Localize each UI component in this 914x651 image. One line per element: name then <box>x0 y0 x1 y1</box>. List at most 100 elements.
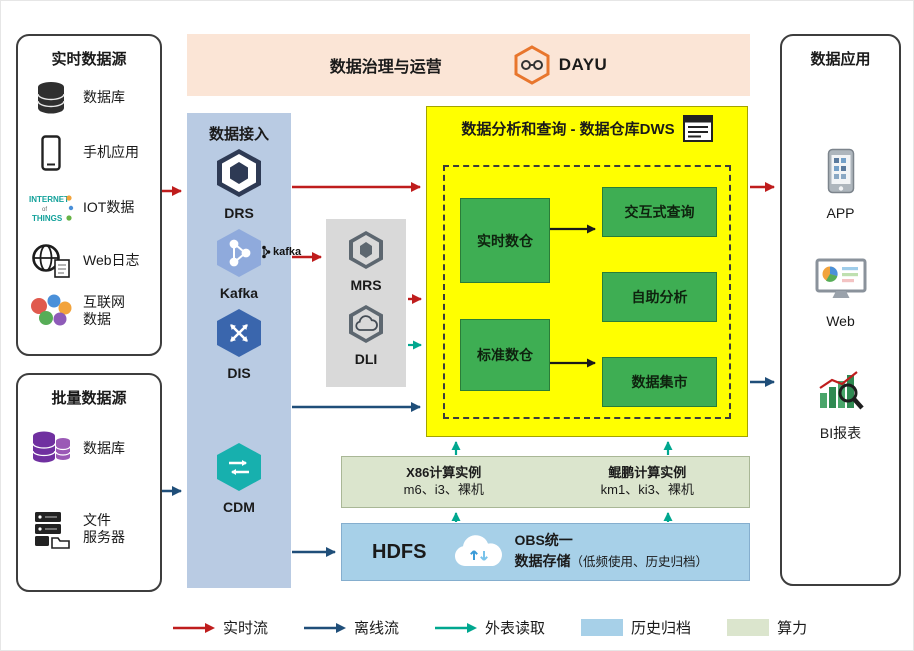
service-label: CDM <box>223 499 255 515</box>
obs-note: （低频使用、历史归档） <box>570 554 708 569</box>
source-label-line: 互联网 <box>83 293 125 310</box>
kafka-icon <box>217 229 261 277</box>
dayu-brand: DAYU <box>514 45 608 85</box>
source-label: 文件 服务器 <box>83 512 125 547</box>
source-item-mobile-app: 手机应用 <box>26 131 156 175</box>
kunpeng-title: 鲲鹏计算实例 <box>608 465 687 481</box>
dws-panel: 数据分析和查询 - 数据仓库DWS 实时数仓 标准数仓 交互式查询 自助分析 数… <box>426 106 748 437</box>
web-monitor-icon <box>815 258 866 298</box>
source-item-file-server: 文件 服务器 <box>26 507 156 551</box>
storage-panel: HDFS OBS统一 数据存储（低频使用、历史归档） <box>341 523 750 581</box>
app-item-web: Web <box>782 258 899 329</box>
source-item-iot: INTERNET of THINGS IOT数据 <box>26 186 156 230</box>
applications-panel: 数据应用 APP Web <box>780 34 901 586</box>
service-dli: DLI <box>326 305 406 367</box>
dws-inner-boundary <box>443 165 731 419</box>
source-label: 手机应用 <box>83 144 139 161</box>
legend-label: 实时流 <box>223 620 269 637</box>
compute-swatch <box>727 619 770 636</box>
applications-title: 数据应用 <box>810 51 871 68</box>
archive-swatch <box>581 619 624 636</box>
file-server-icon <box>26 509 76 549</box>
hdfs-label: HDFS <box>372 540 427 563</box>
obs-line2: 数据存储 <box>514 552 571 569</box>
source-label-line: 文件 <box>83 511 111 528</box>
app-item-app: APP <box>782 148 899 221</box>
node-label: 标准数仓 <box>477 347 533 363</box>
internet-bubbles-icon <box>26 293 76 329</box>
app-label: Web <box>826 313 855 329</box>
svg-text:of: of <box>42 207 47 213</box>
kunpeng-instances: 鲲鹏计算实例 km1、ki3、裸机 <box>546 457 750 507</box>
obs-cloud-icon <box>455 535 503 566</box>
source-item-database: 数据库 <box>26 76 156 120</box>
globe-document-icon <box>26 243 76 279</box>
legend-external: 外表读取 <box>435 617 545 638</box>
service-label: DIS <box>227 365 251 381</box>
app-item-bi: BI报表 <box>782 368 899 443</box>
kafka-logo: kafka <box>260 245 301 259</box>
governance-bar: 数据治理与运营 DAYU <box>187 34 750 96</box>
kafka-logo-text: kafka <box>273 246 302 258</box>
source-label: 数据库 <box>83 440 125 457</box>
source-label: Web日志 <box>83 252 140 269</box>
dayu-label: DAYU <box>558 55 608 74</box>
ingestion-panel: 数据接入 DRS <box>187 113 301 588</box>
cdm-icon <box>217 443 261 491</box>
legend-label: 算力 <box>777 620 808 637</box>
kunpeng-spec: km1、ki3、裸机 <box>600 482 694 497</box>
bi-report-icon <box>818 371 864 410</box>
node-data-mart: 数据集市 <box>602 357 717 407</box>
service-label: Kafka <box>219 285 259 301</box>
service-label: MRS <box>350 277 382 293</box>
dayu-icon <box>514 45 550 85</box>
legend-label: 离线流 <box>354 620 400 637</box>
node-label: 交互式查询 <box>624 204 695 220</box>
purple-database-icon <box>26 429 76 469</box>
node-interactive-query: 交互式查询 <box>602 187 717 237</box>
source-item-batch-database: 数据库 <box>26 427 156 471</box>
iot-icon: INTERNET of THINGS <box>26 191 76 225</box>
batch-sources-panel: 批量数据源 数据库 <box>16 373 162 592</box>
external-arrow-icon <box>435 622 478 633</box>
ingestion-title: 数据接入 <box>208 126 269 143</box>
dis-icon <box>217 309 261 357</box>
legend-realtime: 实时流 <box>173 617 268 638</box>
svg-text:THINGS: THINGS <box>32 214 63 223</box>
service-dis: DIS <box>187 309 291 381</box>
svg-text:INTERNET: INTERNET <box>29 195 69 204</box>
obs-storage-text: OBS统一 数据存储（低频使用、历史归档） <box>514 531 708 573</box>
legend-offline: 离线流 <box>304 617 399 638</box>
service-cdm: CDM <box>187 443 291 515</box>
document-icon <box>682 115 713 142</box>
service-mrs: MRS <box>326 231 406 293</box>
app-label: BI报表 <box>819 425 862 441</box>
source-label: IOT数据 <box>83 199 135 216</box>
drs-icon <box>217 149 261 197</box>
realtime-sources-title: 实时数据源 <box>51 51 127 68</box>
legend-label: 外表读取 <box>485 620 546 637</box>
node-label: 数据集市 <box>631 374 688 390</box>
cloud-glyph <box>355 315 378 331</box>
legend-compute: 算力 <box>727 617 807 638</box>
node-realtime-warehouse: 实时数仓 <box>460 198 550 283</box>
realtime-sources-panel: 实时数据源 数据库 手机应用 <box>16 34 162 356</box>
compute-panel: X86计算实例 m6、i3、裸机 鲲鹏计算实例 km1、ki3、裸机 <box>341 456 750 508</box>
node-standard-warehouse: 标准数仓 <box>460 319 550 391</box>
source-label-line: 服务器 <box>83 529 125 545</box>
app-phone-icon <box>827 148 854 194</box>
batch-sources-title: 批量数据源 <box>51 390 127 407</box>
x86-spec: m6、i3、裸机 <box>403 482 484 497</box>
app-label: APP <box>826 205 855 221</box>
legend-archive: 历史归档 <box>581 617 691 638</box>
realtime-arrow-icon <box>173 622 215 633</box>
database-icon <box>26 80 76 116</box>
mrs-icon <box>349 231 383 269</box>
node-label: 实时数仓 <box>477 232 533 249</box>
dli-icon <box>349 305 383 343</box>
phone-icon <box>26 135 76 171</box>
node-self-service-analysis: 自助分析 <box>602 272 717 322</box>
source-label: 数据库 <box>83 89 125 106</box>
service-label: DRS <box>224 205 254 221</box>
